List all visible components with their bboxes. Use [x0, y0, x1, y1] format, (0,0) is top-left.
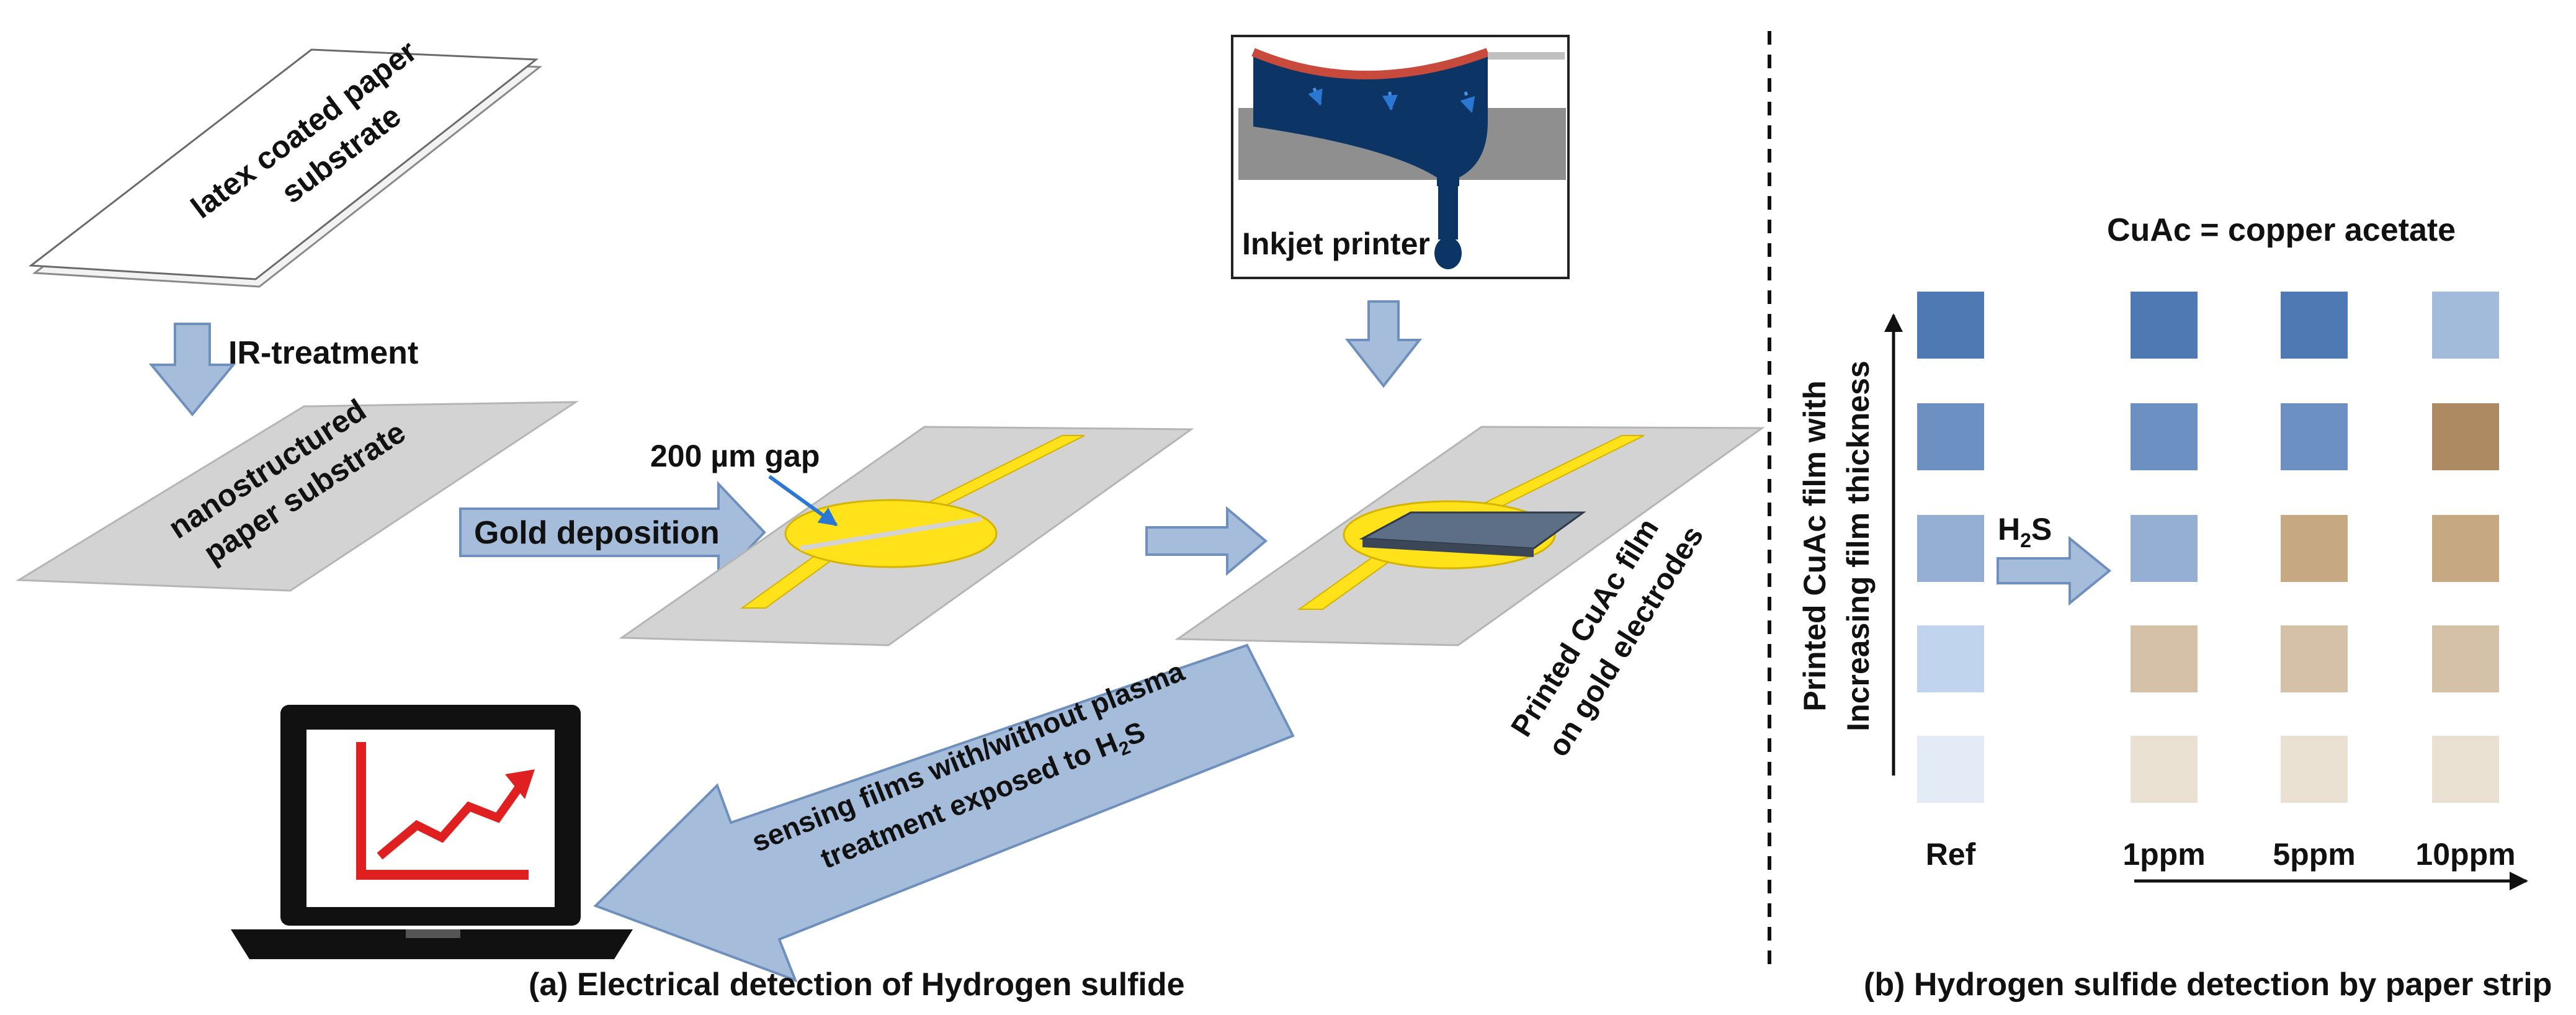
h2s-label: H2S: [1998, 512, 2052, 552]
swatch-ref-row5: [1917, 736, 1984, 803]
swatch-5ppm-row1: [2281, 292, 2348, 359]
panel-b: CuAc = copper acetate Printed CuAc film …: [1797, 212, 2528, 890]
swatch-1ppm-row1: [2131, 292, 2198, 359]
laptop-icon: [231, 705, 633, 959]
electrode-gap: [800, 516, 982, 551]
latex-paper-substrate: latex coated paper substrate: [28, 34, 543, 288]
column-label-10ppm: 10ppm: [2415, 837, 2515, 872]
inkjet-nozzle-icon: [1251, 48, 1565, 269]
ir-treatment-label: IR-treatment: [228, 335, 418, 371]
laptop-screen: [306, 730, 555, 907]
ir-treatment-arrow: [148, 323, 236, 417]
swatch-grid: Ref 1ppm 5ppm 10ppm: [1917, 292, 2516, 872]
swatch-1ppm-row3: [2131, 515, 2198, 582]
swatch-ref-row2: [1917, 403, 1984, 470]
swatch-ref-row3: [1917, 515, 1984, 582]
column-label-5ppm: 5ppm: [2273, 837, 2355, 872]
legend-text: CuAc = copper acetate: [2107, 212, 2456, 248]
gold-electrode-substrate: [619, 426, 1194, 646]
transfer-arrow: [1145, 506, 1268, 576]
panel-a-caption: (a) Electrical detection of Hydrogen sul…: [529, 967, 1185, 1003]
yaxis-line2: Increasing film thickness: [1841, 360, 1876, 731]
inkjet-label: Inkjet printer: [1242, 226, 1430, 261]
nanostructured-paper-substrate: nanostructured paper substrate: [15, 392, 579, 592]
swatch-5ppm-row5: [2281, 736, 2348, 803]
swatch-1ppm-row4: [2131, 625, 2198, 692]
column-label-ref: Ref: [1926, 837, 1976, 872]
column-label-1ppm: 1ppm: [2122, 837, 2205, 872]
swatch-10ppm-row3: [2432, 515, 2499, 582]
rising-graph-icon: [356, 742, 535, 880]
inkjet-printer: Inkjet printer: [1231, 35, 1570, 279]
gap-label: 200 µm gap: [650, 439, 820, 473]
printed-film-substrate: [1174, 426, 1765, 646]
h2s-arrow: [1997, 535, 2112, 606]
swatch-1ppm-row5: [2131, 736, 2198, 803]
yaxis-line1: Printed CuAc film with: [1797, 380, 1832, 711]
swatch-5ppm-row2: [2281, 403, 2348, 470]
panel-a: latex coated paper substrate IR-treatmen…: [15, 34, 1765, 1003]
swatch-10ppm-row5: [2432, 736, 2499, 803]
swatch-10ppm-row2: [2432, 403, 2499, 470]
inkjet-arrow: [1344, 300, 1423, 388]
swatch-5ppm-row3: [2281, 515, 2348, 582]
gold-deposition-label: Gold deposition: [474, 515, 720, 551]
sensing-arrow: sensing films with/without plasma treatm…: [593, 643, 1295, 983]
swatch-1ppm-row2: [2131, 403, 2198, 470]
swatch-ref-row1: [1917, 292, 1984, 359]
swatch-10ppm-row4: [2432, 625, 2499, 692]
swatch-5ppm-row4: [2281, 625, 2348, 692]
swatch-ref-row4: [1917, 625, 1984, 692]
swatch-10ppm-row1: [2432, 292, 2499, 359]
panel-b-caption: (b) Hydrogen sulfide detection by paper …: [1864, 967, 2552, 1003]
